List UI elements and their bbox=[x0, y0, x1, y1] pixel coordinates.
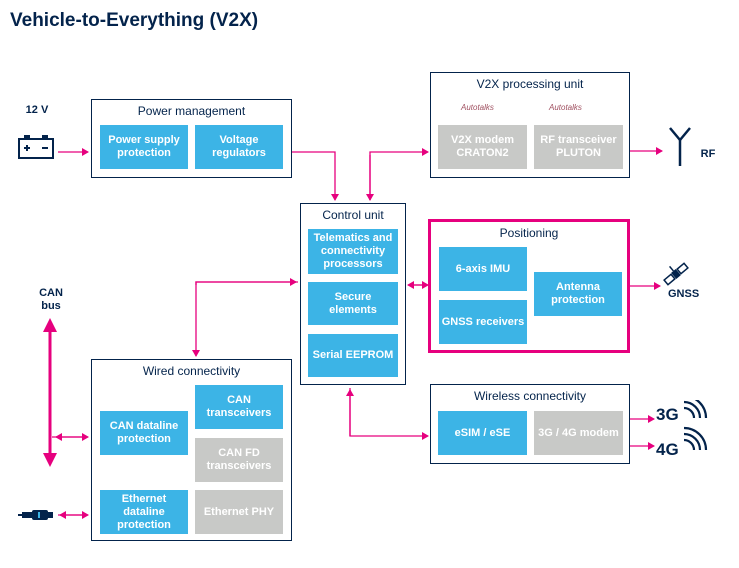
power-management-title: Power management bbox=[137, 104, 246, 118]
control-unit-title: Control unit bbox=[322, 208, 384, 222]
can-bus-arrow-up bbox=[43, 318, 57, 332]
antenna-protection-block: Antenna protection bbox=[534, 272, 622, 316]
ethernet-phy-block: Ethernet PHY bbox=[195, 490, 283, 534]
autotalks-logo-1: Autotalks bbox=[461, 103, 494, 112]
satellite-icon bbox=[663, 262, 689, 286]
wireless-connectivity-group: Wireless connectivity eSIM / eSE 3G / 4G… bbox=[430, 384, 630, 464]
signal-3g-icon bbox=[683, 400, 708, 419]
line-control-wireless bbox=[349, 388, 429, 440]
ethernet-plug-icon bbox=[18, 510, 53, 520]
v2x-processing-group: V2X processing unit Autotalks Autotalks … bbox=[430, 72, 630, 178]
ethernet-dataline-protection-block: Ethernet dataline protection bbox=[100, 490, 188, 534]
gnss-label: GNSS bbox=[668, 288, 700, 300]
gnss-receivers-block: GNSS receivers bbox=[439, 300, 527, 344]
can-transceivers-block: CAN transceivers bbox=[195, 385, 283, 429]
serial-eeprom-block: Serial EEPROM bbox=[308, 334, 398, 377]
line-wired-control bbox=[195, 278, 297, 286]
can-bus-arrow-down bbox=[43, 453, 57, 467]
line-power-control bbox=[292, 151, 339, 201]
telematics-processors-block: Telematics and connectivity processors bbox=[308, 229, 398, 274]
signal-4g-icon bbox=[683, 426, 708, 451]
rf-transceiver-block: RF transceiver PLUTON bbox=[534, 125, 623, 169]
autotalks-logo-2: Autotalks bbox=[549, 103, 582, 112]
wired-connectivity-title: Wired connectivity bbox=[142, 364, 241, 378]
4g-label: 4G bbox=[656, 440, 679, 459]
antenna-icon bbox=[669, 127, 691, 166]
line-control-v2x bbox=[369, 148, 429, 200]
voltage-regulators-block: Voltage regulators bbox=[195, 125, 283, 169]
positioning-group: Positioning 6-axis IMU GNSS receivers An… bbox=[428, 219, 630, 353]
3g-label: 3G bbox=[656, 405, 679, 424]
line-control-wired bbox=[192, 281, 298, 357]
imu-block: 6-axis IMU bbox=[439, 247, 527, 291]
power-supply-protection-block: Power supply protection bbox=[100, 125, 188, 169]
can-fd-transceivers-block: CAN FD transceivers bbox=[195, 438, 283, 482]
v2x-modem-block: V2X modem CRATON2 bbox=[438, 125, 527, 169]
secure-elements-block: Secure elements bbox=[308, 282, 398, 325]
can-dataline-protection-block: CAN dataline protection bbox=[100, 411, 188, 455]
v2x-processing-title: V2X processing unit bbox=[476, 77, 584, 91]
power-input-label: 12 V bbox=[25, 104, 49, 116]
wireless-connectivity-title: Wireless connectivity bbox=[473, 389, 587, 403]
control-unit-group: Control unit Telematics and connectivity… bbox=[300, 203, 406, 385]
battery-icon bbox=[18, 135, 54, 159]
power-management-group: Power management Power supply protection… bbox=[91, 99, 292, 178]
esim-block: eSIM / eSE bbox=[438, 411, 527, 455]
wired-connectivity-group: Wired connectivity CAN dataline protecti… bbox=[91, 359, 292, 541]
positioning-title: Positioning bbox=[499, 226, 559, 240]
cellular-modem-block: 3G / 4G modem bbox=[534, 411, 623, 455]
page-title: Vehicle-to-Everything (V2X) bbox=[10, 10, 259, 31]
can-bus-label: CAN bus bbox=[39, 287, 63, 312]
rf-label: RF bbox=[700, 148, 716, 160]
